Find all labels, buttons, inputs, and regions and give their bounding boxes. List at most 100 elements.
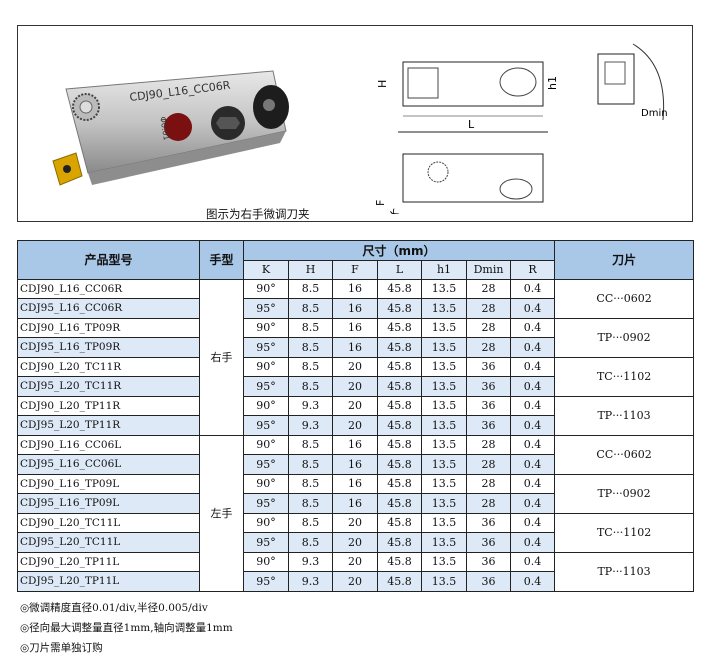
dmin-cell: 28 <box>466 454 511 475</box>
dim-h1: h1 <box>546 76 558 90</box>
f-cell: 20 <box>332 571 378 592</box>
f-cell: 20 <box>332 356 378 377</box>
model-cell: CDJ95_L16_CC06R <box>17 298 200 319</box>
sub-header-L: L <box>377 259 422 280</box>
h-cell: 9.3 <box>288 571 333 592</box>
l-cell: 45.8 <box>377 298 422 319</box>
h-cell: 8.5 <box>288 337 333 358</box>
h1-cell: 13.5 <box>421 473 467 494</box>
k-cell: 95° <box>243 376 289 397</box>
h1-cell: 13.5 <box>421 317 467 338</box>
dmin-cell: 36 <box>466 551 511 572</box>
dmin-cell: 28 <box>466 337 511 358</box>
k-cell: 95° <box>243 493 289 514</box>
f-cell: 20 <box>332 376 378 397</box>
l-cell: 45.8 <box>377 415 422 436</box>
k-cell: 95° <box>243 298 289 319</box>
f-cell: 20 <box>332 415 378 436</box>
f-cell: 20 <box>332 395 378 416</box>
l-cell: 45.8 <box>377 278 422 299</box>
l-cell: 45.8 <box>377 317 422 338</box>
model-cell: CDJ90_L20_TP11R <box>17 395 200 416</box>
dmin-cell: 28 <box>466 473 511 494</box>
r-cell: 0.4 <box>509 395 556 416</box>
k-cell: 90° <box>243 395 289 416</box>
sub-header-K: K <box>243 259 289 280</box>
h-cell: 8.5 <box>288 434 333 455</box>
f-cell: 16 <box>332 473 378 494</box>
h-cell: 8.5 <box>288 454 333 475</box>
h-cell: 8.5 <box>288 493 333 514</box>
l-cell: 45.8 <box>377 337 422 358</box>
blade-cell: TP···1103 <box>554 551 695 592</box>
model-cell: CDJ95_L20_TC11L <box>17 532 200 553</box>
sub-header-R: R <box>509 259 556 280</box>
k-cell: 90° <box>243 356 289 377</box>
f-cell: 20 <box>332 551 378 572</box>
k-cell: 95° <box>243 337 289 358</box>
k-cell: 90° <box>243 434 289 455</box>
f-cell: 20 <box>332 532 378 553</box>
l-cell: 45.8 <box>377 571 422 592</box>
h-cell: 8.5 <box>288 356 333 377</box>
spec-table: 产品型号 手型 尺寸（mm） 刀片 K H F L h1 Dmin R CDJ9… <box>17 240 695 592</box>
f-cell: 16 <box>332 337 378 358</box>
model-cell: CDJ90_L16_CC06L <box>17 434 200 455</box>
h1-cell: 13.5 <box>421 512 467 533</box>
k-cell: 90° <box>243 473 289 494</box>
model-cell: CDJ90_L20_TP11L <box>17 551 200 572</box>
h1-cell: 13.5 <box>421 532 467 553</box>
k-cell: 90° <box>243 512 289 533</box>
h1-cell: 13.5 <box>421 415 467 436</box>
h-cell: 8.5 <box>288 376 333 397</box>
f-cell: 16 <box>332 454 378 475</box>
model-cell: CDJ95_L20_TC11R <box>17 376 200 397</box>
dmin-cell: 28 <box>466 493 511 514</box>
h-cell: 8.5 <box>288 278 333 299</box>
l-cell: 45.8 <box>377 493 422 514</box>
model-cell: CDJ95_L20_TP11R <box>17 415 200 436</box>
product-figure: CDJ90_L16_CC06R Φ0.01 H h1 Dmin L F K 图示… <box>17 25 693 222</box>
header-hand: 手型 <box>199 240 244 280</box>
r-cell: 0.4 <box>509 493 556 514</box>
model-cell: CDJ90_L20_TC11L <box>17 512 200 533</box>
blade-cell: TC···1102 <box>554 356 695 397</box>
header-dims: 尺寸（mm） <box>242 240 556 261</box>
dim-L: L <box>468 118 475 131</box>
l-cell: 45.8 <box>377 434 422 455</box>
note-item: ◎刀片需单独订购 <box>20 642 103 654</box>
dim-H: H <box>376 80 389 88</box>
r-cell: 0.4 <box>509 278 556 299</box>
model-cell: CDJ90_L20_TC11R <box>17 356 200 377</box>
model-cell: CDJ90_L16_TP09R <box>17 317 200 338</box>
blade-cell: TC···1102 <box>554 512 695 553</box>
h-cell: 9.3 <box>288 395 333 416</box>
h1-cell: 13.5 <box>421 356 467 377</box>
dim-Dmin: Dmin <box>641 108 668 119</box>
r-cell: 0.4 <box>509 298 556 319</box>
f-cell: 16 <box>332 278 378 299</box>
r-cell: 0.4 <box>509 551 556 572</box>
f-cell: 16 <box>332 493 378 514</box>
l-cell: 45.8 <box>377 512 422 533</box>
h-cell: 8.5 <box>288 317 333 338</box>
note-item: ◎径向最大调整量直径1mm,轴向调整量1mm <box>20 622 233 634</box>
f-cell: 20 <box>332 512 378 533</box>
dmin-cell: 36 <box>466 356 511 377</box>
h1-cell: 13.5 <box>421 278 467 299</box>
h1-cell: 13.5 <box>421 493 467 514</box>
dim-F: F <box>374 200 387 206</box>
dmin-cell: 36 <box>466 376 511 397</box>
dmin-cell: 28 <box>466 317 511 338</box>
model-cell: CDJ90_L16_CC06R <box>17 278 200 299</box>
dim-K: K <box>389 207 401 214</box>
